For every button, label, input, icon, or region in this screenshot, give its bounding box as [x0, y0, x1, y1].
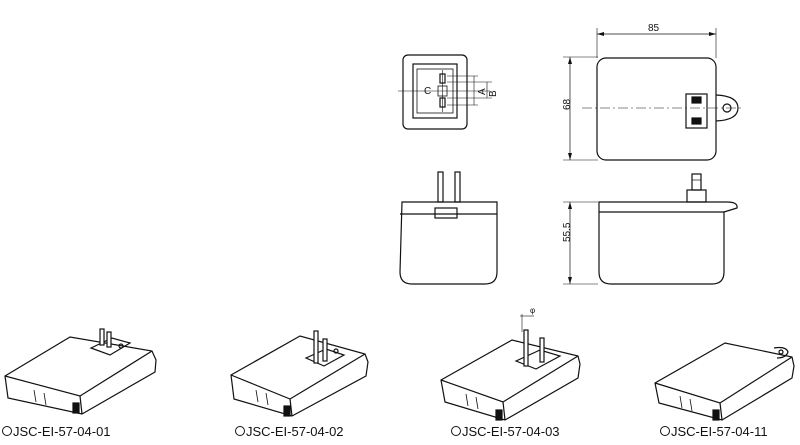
side-plug-base-right: [686, 189, 707, 203]
iso-1-plug-base: [89, 337, 132, 356]
side-view-right: 55.5: [562, 173, 738, 285]
product-caption-2: JSC-EI-57-04-02: [235, 424, 344, 439]
circle-bullet-icon: [2, 426, 12, 436]
top-pin-2: [691, 117, 702, 125]
top-pin-1: [691, 96, 702, 104]
iso-2-connector: [283, 405, 291, 417]
iso-2-body: [230, 335, 369, 417]
product-label-1: JSC-EI-57-04-01: [13, 424, 111, 439]
product-iso-1: [4, 328, 157, 415]
iso-4-hole: [778, 349, 784, 355]
iso-3-pin-a: [523, 329, 529, 367]
side-body-right: [598, 201, 738, 285]
front-view: C A B: [398, 54, 499, 130]
iso-2-pin-b: [322, 338, 328, 362]
iso-4-notch: [679, 395, 693, 412]
iso-1-hole: [118, 343, 124, 349]
product-label-4: JSC-EI-57-04-11: [671, 424, 768, 439]
iso-1-notch: [33, 389, 47, 406]
label-b: B: [488, 90, 499, 97]
product-caption-4: JSC-EI-57-04-11: [660, 424, 768, 439]
product-label-3: JSC-EI-57-04-03: [462, 424, 560, 439]
side-pin-left-1: [437, 171, 444, 203]
arrow-depth-down: [568, 277, 572, 284]
label-a: A: [477, 88, 488, 95]
iso-1-top-edge: [4, 350, 153, 397]
top-view: 85 68: [562, 23, 742, 161]
top-plug-base: [685, 93, 708, 129]
product-iso-3: φ: [440, 306, 581, 421]
iso-4-corner: [719, 402, 723, 421]
iso-3-corner: [502, 401, 506, 421]
iso-4-connector: [712, 409, 720, 421]
top-view-outline: [596, 57, 717, 161]
circle-bullet-icon: [451, 426, 461, 436]
iso-2-hole: [333, 348, 339, 354]
product-iso-2: [230, 330, 369, 417]
iso-2-notch: [255, 389, 269, 406]
iso-3-plug-base: [514, 349, 562, 370]
circle-bullet-icon: [660, 426, 670, 436]
arrow-up: [568, 57, 572, 64]
iso-3-body: [440, 339, 581, 421]
side-pin-left-2: [454, 171, 461, 203]
iso-3-pin-b: [539, 337, 545, 363]
iso-1-body: [4, 336, 157, 415]
dim-width-label: 85: [648, 23, 660, 34]
dim-depth-label: 55.5: [562, 222, 573, 242]
dim-height-label: 68: [562, 98, 573, 110]
iso-2-pin-a: [313, 330, 319, 364]
product-caption-3: JSC-EI-57-04-03: [451, 424, 560, 439]
arrow-right: [709, 32, 716, 36]
product-caption-1: JSC-EI-57-04-01: [2, 424, 111, 439]
iso-1-connector: [72, 402, 80, 414]
arrow-down: [568, 153, 572, 160]
side-body-left: [399, 201, 498, 285]
front-view-outline: [402, 54, 468, 130]
circle-bullet-icon: [235, 426, 245, 436]
iso-3-notch: [465, 393, 479, 410]
mounting-ear: [715, 94, 739, 122]
label-c: C: [424, 86, 431, 97]
iso-3-connector: [495, 409, 503, 421]
side-view-left: [399, 171, 498, 285]
product-iso-4: [654, 342, 795, 421]
iso-2-corner: [289, 398, 293, 417]
arrow-left: [597, 32, 604, 36]
iso-1-pin-b: [106, 331, 112, 348]
side-plug-base-left: [434, 207, 458, 219]
iso-4-ear: [773, 346, 789, 359]
arrow-depth-up: [568, 202, 572, 209]
iso-3-top-edge: [440, 355, 579, 403]
iso-4-body: [654, 342, 795, 421]
iso-2-top-edge: [230, 353, 366, 400]
product-label-2: JSC-EI-57-04-02: [246, 424, 344, 439]
iso-1-corner: [79, 395, 83, 415]
iso-1-pin-a: [99, 328, 105, 346]
iso-4-top-edge: [654, 356, 793, 404]
iso-3-phi-label: φ: [530, 306, 535, 315]
side-pin-right: [691, 173, 702, 191]
